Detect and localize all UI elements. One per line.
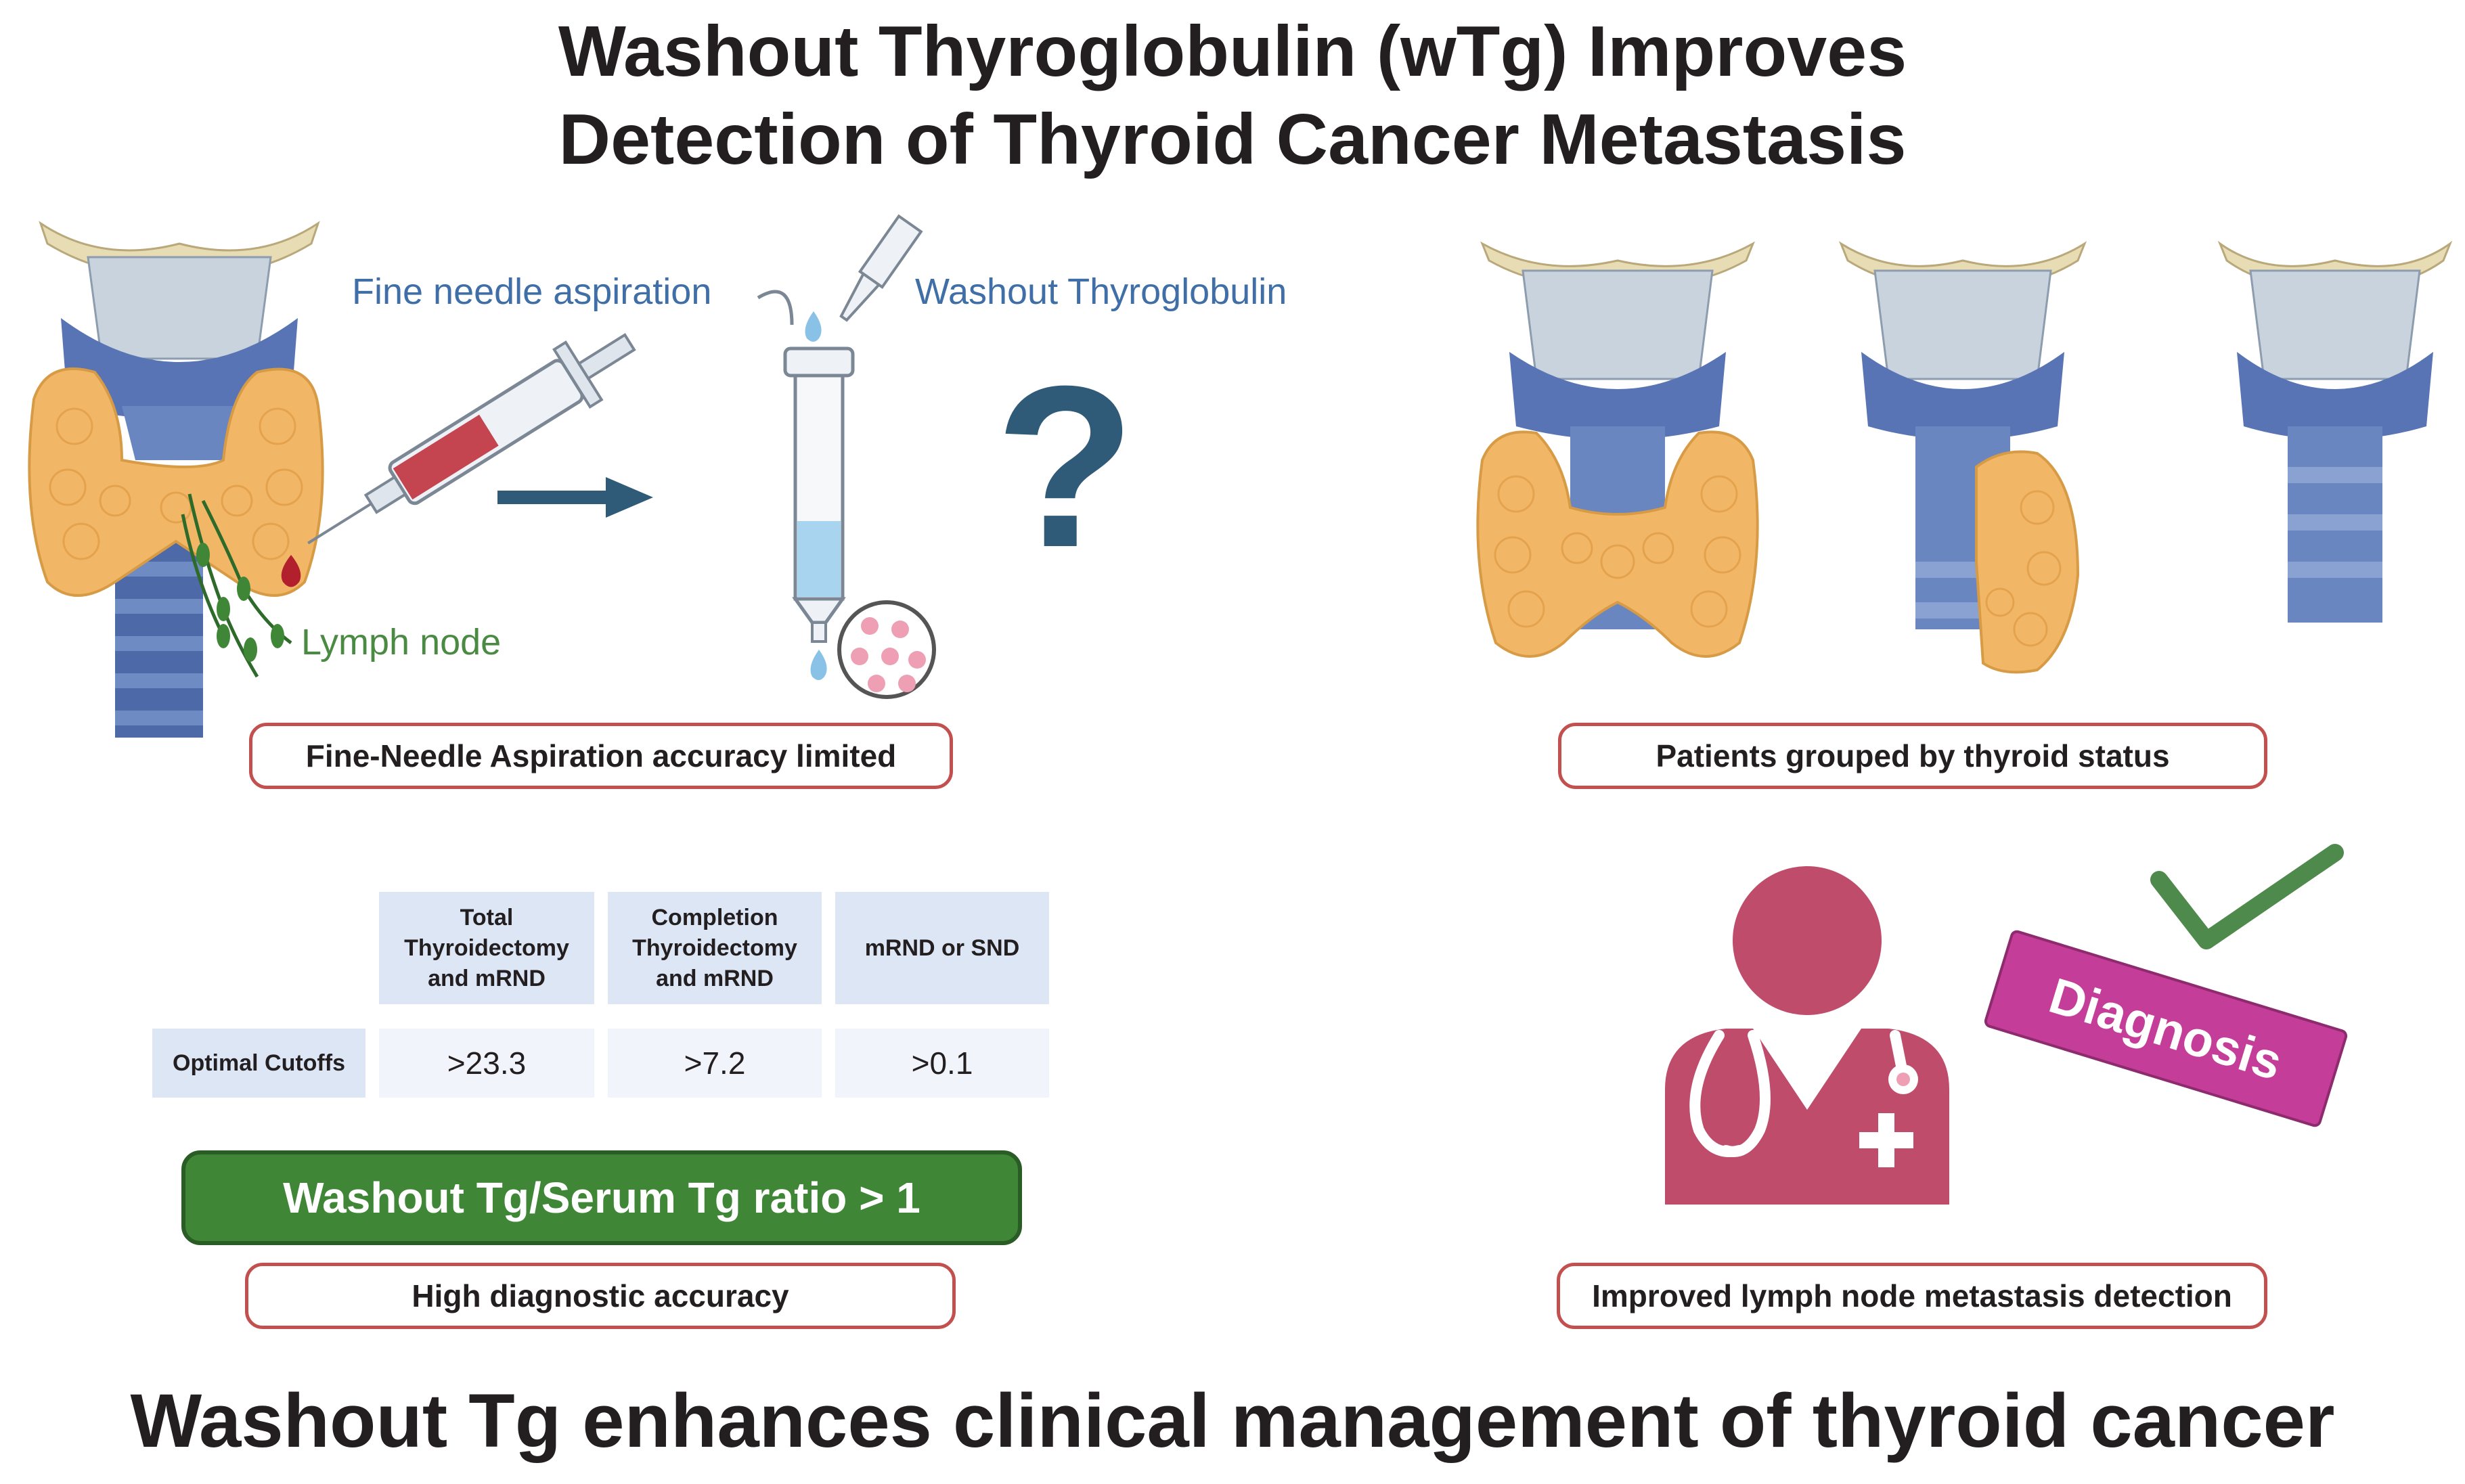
washout-tube-icon <box>757 214 936 699</box>
diagnosis-stamp-text: Diagnosis <box>2043 966 2289 1091</box>
conclusion-text: Washout Tg enhances clinical management … <box>130 1378 2335 1463</box>
table-header-total-thyroidectomy: Total Thyroidectomy and mRND <box>379 892 594 1004</box>
table-row-label: Optimal Cutoffs <box>152 1029 365 1098</box>
accuracy-caption-box: High diagnostic accuracy <box>245 1263 956 1329</box>
thyroid-removed-illustration <box>2217 240 2453 623</box>
title-line-2: Detection of Thyroid Cancer Metastasis <box>558 99 1907 179</box>
wtg-label: Washout Thyroglobulin <box>915 271 1287 312</box>
detection-caption-box: Improved lymph node metastasis detection <box>1557 1263 2267 1329</box>
question-mark: ? <box>995 338 1136 595</box>
check-icon <box>2150 844 2344 949</box>
thyroid-neck-fna-illustration <box>28 221 324 738</box>
thyroid-intact-illustration <box>1476 241 1759 658</box>
doctor-icon <box>1665 866 1949 1205</box>
table-cell-total-cutoff: >23.3 <box>379 1029 594 1098</box>
fna-label: Fine needle aspiration <box>352 271 712 312</box>
fna-caption-box: Fine-Needle Aspiration accuracy limited <box>249 723 953 789</box>
ratio-bar-text: Washout Tg/Serum Tg ratio > 1 <box>283 1173 920 1222</box>
table-header-mrnd-snd: mRND or SND <box>835 892 1049 1004</box>
ratio-bar: Washout Tg/Serum Tg ratio > 1 <box>181 1150 1022 1245</box>
table-cell-completion-cutoff: >7.2 <box>608 1029 822 1098</box>
lymph-node-label: Lymph node <box>301 622 502 662</box>
title-line-1: Washout Thyroglobulin (wTg) Improves <box>558 12 1907 91</box>
accuracy-caption: High diagnostic accuracy <box>412 1278 789 1313</box>
thyroid-status-caption: Patients grouped by thyroid status <box>1656 738 2170 773</box>
table-header-completion-thyroidectomy: Completion Thyroidectomy and mRND <box>608 892 822 1004</box>
thyroid-lobectomy-illustration <box>1838 241 2087 674</box>
detection-caption: Improved lymph node metastasis detection <box>1592 1278 2232 1313</box>
right-arrow-icon <box>497 477 653 518</box>
thyroid-status-caption-box: Patients grouped by thyroid status <box>1558 723 2267 789</box>
syringe-icon <box>307 333 636 545</box>
table-cell-mrnd-cutoff: >0.1 <box>835 1029 1049 1098</box>
fna-caption: Fine-Needle Aspiration accuracy limited <box>305 738 897 773</box>
